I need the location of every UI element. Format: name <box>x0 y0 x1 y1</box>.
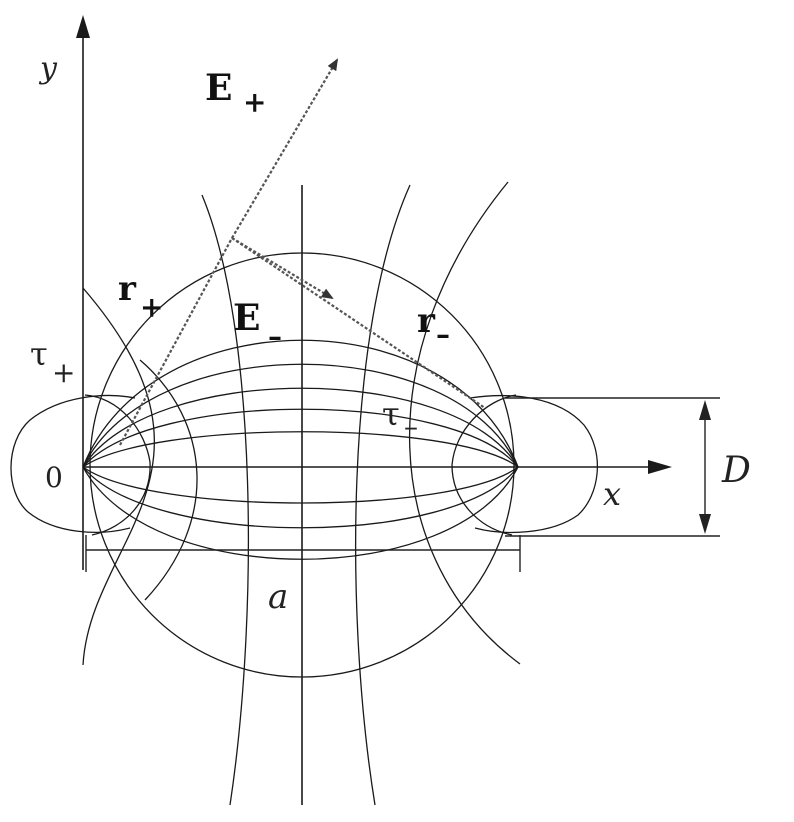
tau-plus-subscript: + <box>52 356 75 389</box>
field-line <box>82 466 519 529</box>
curve <box>408 181 521 665</box>
x-axis-arrow-icon <box>648 460 672 474</box>
r-plus-label: r <box>118 269 137 309</box>
field-line <box>82 466 519 560</box>
r-plus-subscript: + <box>140 291 163 324</box>
curve <box>82 287 155 666</box>
r-minus-subscript: – <box>436 318 450 351</box>
curve <box>355 184 411 806</box>
E-plus-label: E <box>205 67 232 109</box>
dimension-D-down-arrow-icon <box>699 514 711 534</box>
field-line <box>82 431 519 468</box>
x-axis-label: x <box>603 475 621 513</box>
E-minus-vector <box>231 237 334 300</box>
E-minus-subscript: – <box>268 320 282 353</box>
equipotential-inner-left <box>84 394 151 536</box>
equipotential-curves <box>82 181 521 806</box>
dimension-D-up-arrow-icon <box>699 400 711 420</box>
field-line <box>82 339 519 468</box>
E-plus-subscript: + <box>243 86 266 119</box>
r-plus-vector <box>119 237 233 446</box>
y-axis-arrow-icon <box>76 15 90 38</box>
E-minus-label: E <box>233 297 260 339</box>
tau-minus-subscript: – <box>404 410 418 443</box>
a-label: a <box>268 577 288 617</box>
E-plus-vector <box>231 58 339 239</box>
field-lines <box>82 339 519 560</box>
curve <box>201 194 250 806</box>
curve <box>139 359 198 601</box>
D-label: D <box>721 450 751 491</box>
origin-label: 0 <box>45 461 63 494</box>
r-minus-label: r <box>417 301 436 341</box>
equipotential-left <box>10 394 136 533</box>
r-minus-vector <box>231 237 486 409</box>
y-axis-label: y <box>38 51 58 86</box>
field-line <box>82 387 519 468</box>
tau-minus-label: τ <box>382 395 400 433</box>
field-line <box>82 466 519 504</box>
field-line <box>82 363 519 468</box>
equipotential-inner-right <box>451 394 517 536</box>
tau-plus-label: τ <box>30 335 48 373</box>
